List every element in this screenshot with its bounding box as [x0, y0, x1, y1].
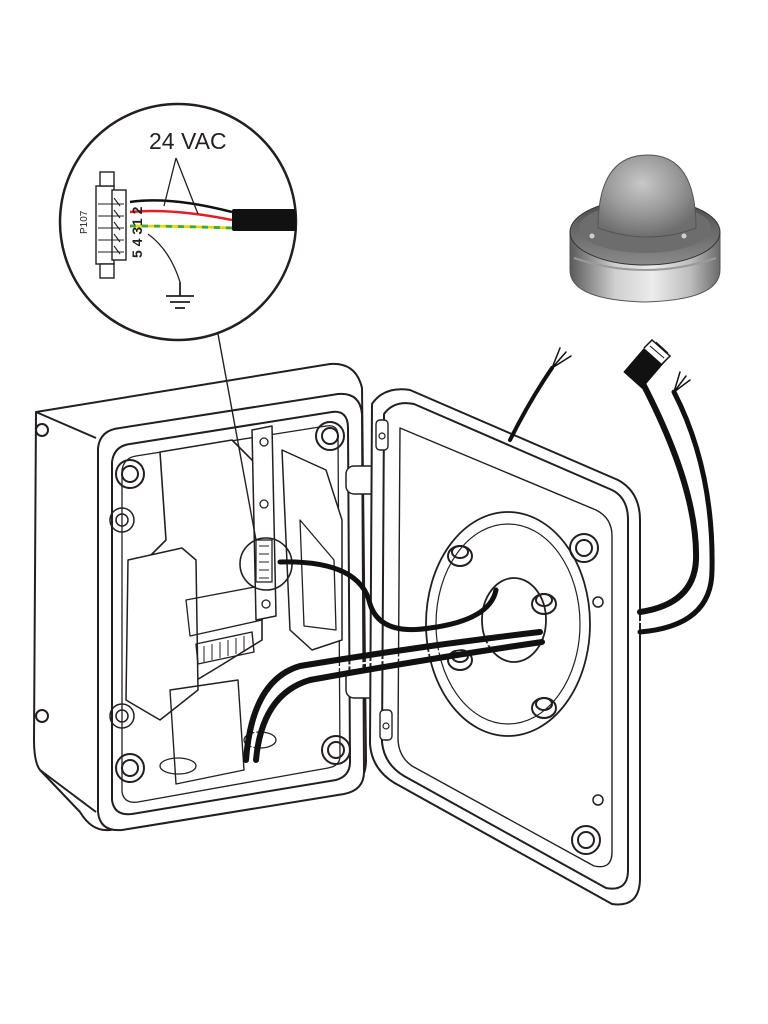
callout-leader-line: [217, 333, 257, 541]
ground-symbol-icon: [166, 282, 194, 309]
wiring-callout: 24 VAC P107 1 2 5 4 3: [58, 102, 298, 342]
voltage-label: 24 VAC: [149, 128, 227, 154]
back-box: [33, 362, 383, 832]
camera-dome: [569, 154, 721, 303]
cables: [243, 347, 715, 763]
pin-labels-bottom: 5 4 3: [129, 227, 145, 258]
pin-labels-top: 1 2: [129, 206, 145, 226]
rj45-plug-icon: [623, 338, 672, 389]
connector-label: P107: [79, 210, 90, 234]
